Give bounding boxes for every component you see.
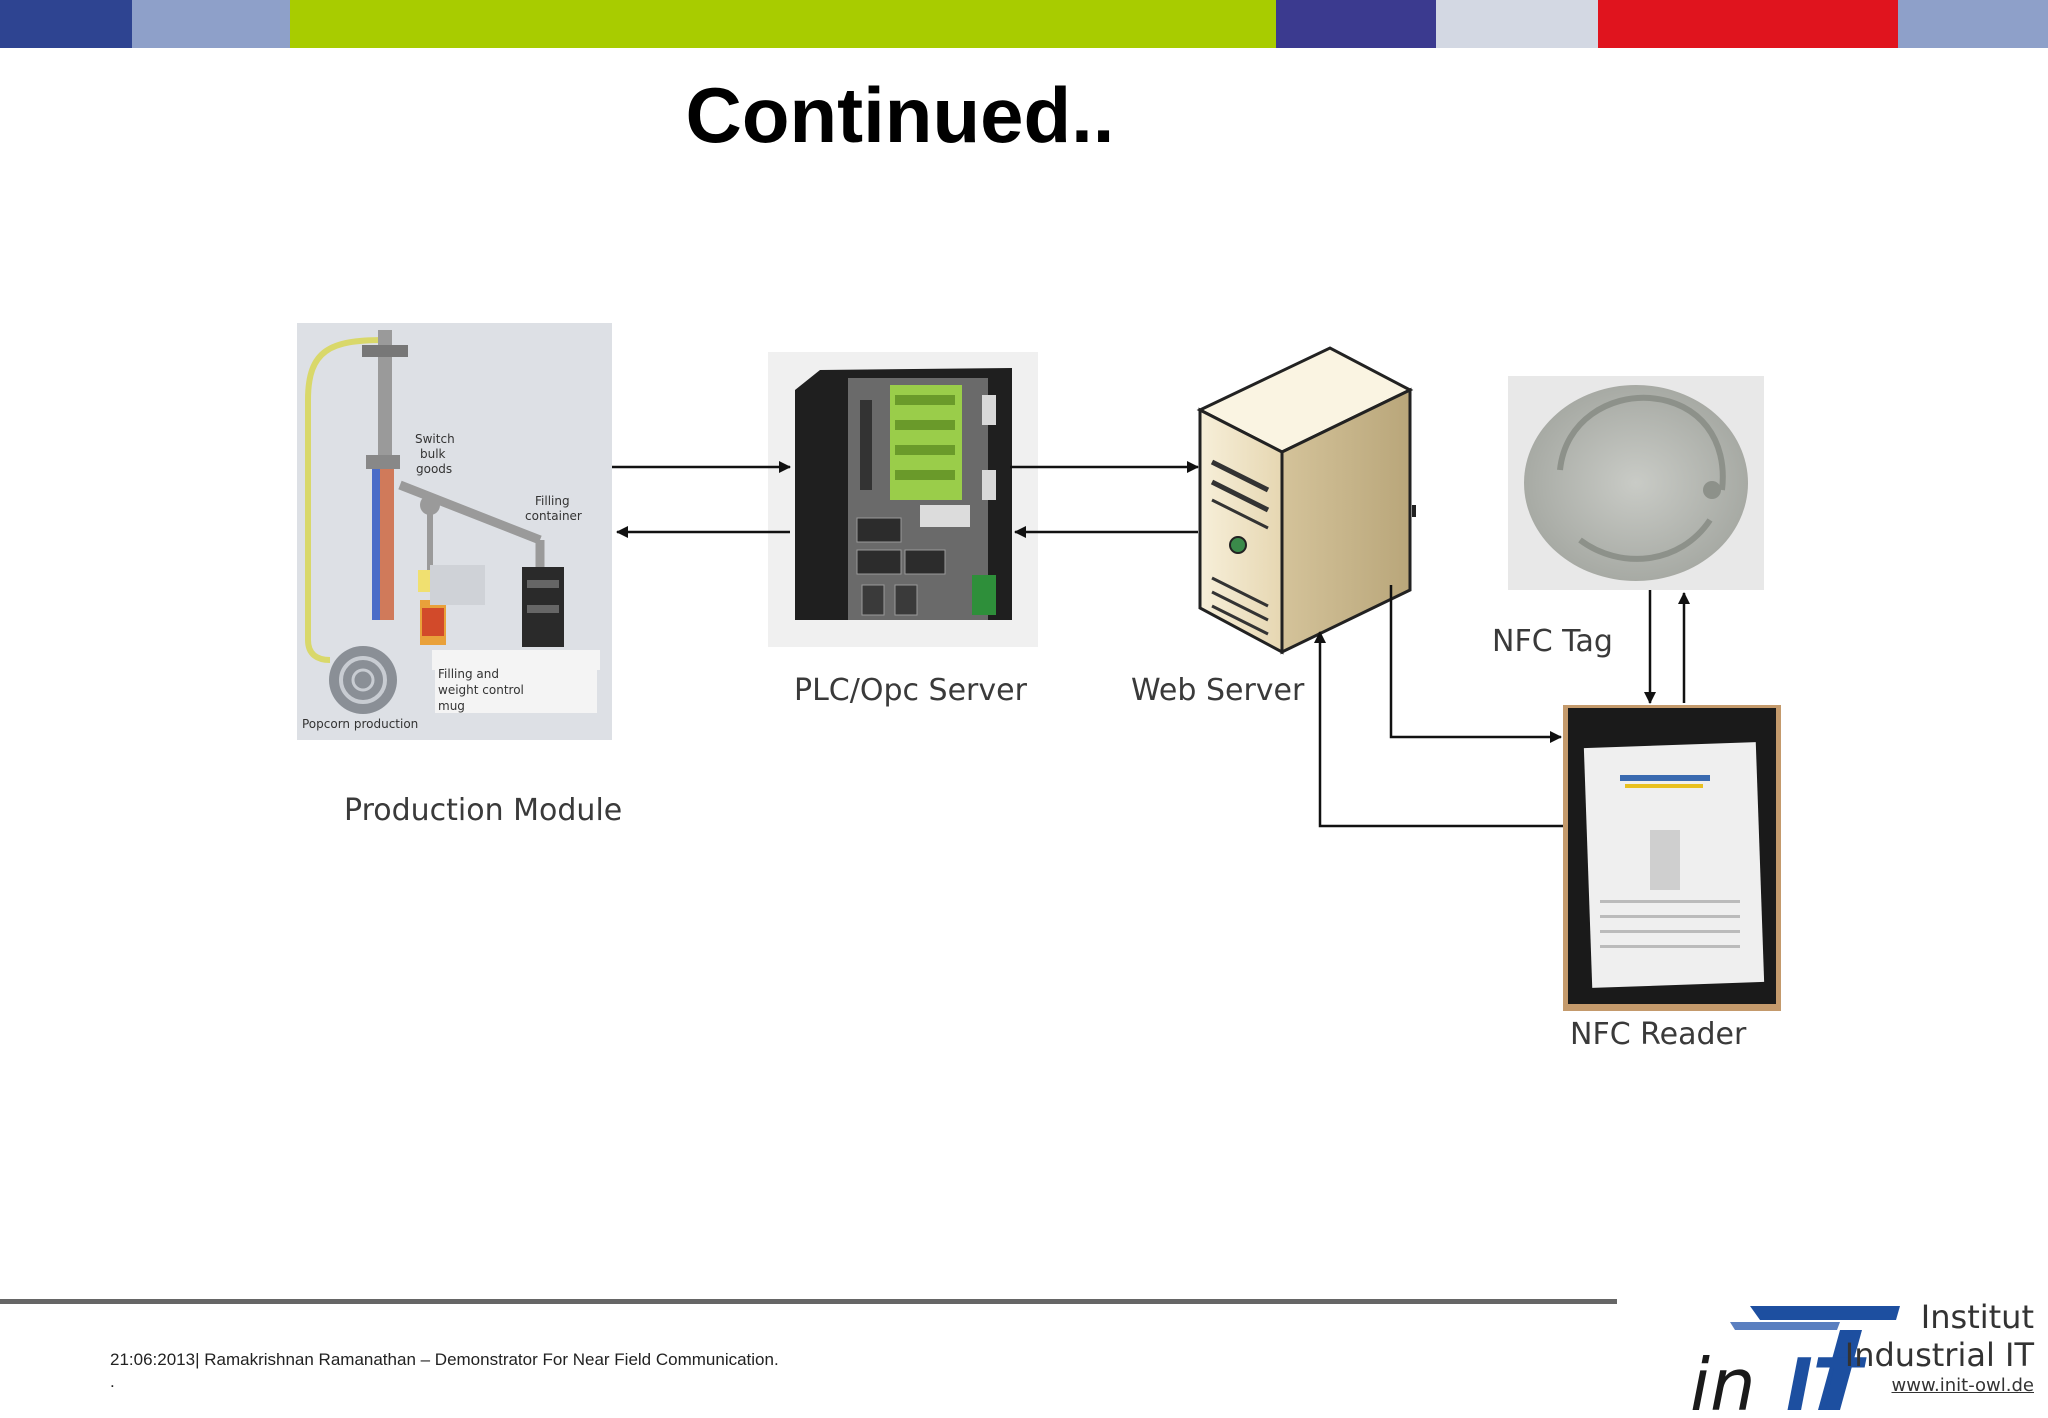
- color-block-indigo: [1276, 0, 1436, 48]
- footer-divider: [0, 1299, 1617, 1304]
- nfc-reader-image: [1563, 705, 1781, 1011]
- nfc-tag-image: [1508, 376, 1764, 590]
- svg-text:weight control: weight control: [438, 683, 524, 697]
- production-label-bulk: bulk: [420, 447, 446, 461]
- web-server-tower-image: [1196, 346, 1416, 655]
- production-label-container: container: [525, 509, 582, 523]
- top-color-bar: [0, 0, 2048, 48]
- plc-device-image: [768, 352, 1038, 647]
- svg-text:IT: IT: [1786, 1343, 1867, 1418]
- svg-text:mug: mug: [438, 699, 465, 713]
- color-block-red: [1598, 0, 1898, 48]
- color-block-steel-right: [1898, 0, 2048, 48]
- logo-mark-it: IT: [1786, 1343, 1867, 1418]
- svg-text:bulk: bulk: [420, 447, 446, 461]
- svg-text:container: container: [525, 509, 582, 523]
- production-label-popcorn: Popcorn production: [302, 717, 418, 731]
- color-block-navy: [0, 0, 132, 48]
- logo-line-institut: Institut: [1920, 1298, 2034, 1336]
- label-plc-opc-server: PLC/Opc Server: [794, 673, 1027, 708]
- label-nfc-reader: NFC Reader: [1570, 1017, 1747, 1052]
- logo-url-link[interactable]: www.init-owl.de: [1891, 1375, 2035, 1396]
- arrow-webserver-to-reader: [1389, 585, 1562, 743]
- slide-title: Continued..: [685, 71, 1115, 159]
- diagram-connectors: [612, 461, 1690, 828]
- svg-text:Filling and: Filling and: [438, 667, 499, 681]
- color-block-silver: [1436, 0, 1598, 48]
- init-logo-mark: in IT: [1690, 1306, 1900, 1418]
- svg-text:Filling: Filling: [535, 494, 570, 508]
- footer-text: 21:06:2013| Ramakrishnan Ramanathan – De…: [110, 1350, 779, 1369]
- arrow-reader-to-webserver: [1314, 631, 1563, 828]
- svg-text:goods: goods: [416, 462, 452, 476]
- svg-text:Popcorn production: Popcorn production: [302, 717, 418, 731]
- production-label-mug: mug: [438, 699, 465, 713]
- production-label-filling-and: Filling and: [438, 667, 499, 681]
- production-module-image: Switch bulk goods Filling container Fill…: [297, 323, 612, 740]
- production-label-goods: goods: [416, 462, 452, 476]
- label-production-module: Production Module: [344, 793, 623, 828]
- production-label-weight-control: weight control: [438, 683, 524, 697]
- production-label-switch: Switch: [415, 432, 455, 446]
- svg-text:in: in: [1690, 1343, 1756, 1418]
- color-block-lime: [290, 0, 1276, 48]
- color-block-steel: [132, 0, 290, 48]
- svg-text:Switch: Switch: [415, 432, 455, 446]
- label-web-server: Web Server: [1131, 673, 1305, 708]
- footer-dot: .: [110, 1372, 115, 1391]
- logo-text: Institut Industrial IT www.init-owl.de: [1845, 1298, 2034, 1398]
- logo-line-industrial-it: Industrial IT: [1844, 1336, 2034, 1374]
- label-nfc-tag: NFC Tag: [1492, 624, 1613, 659]
- logo-mark-in: in: [1690, 1343, 1756, 1418]
- production-label-filling: Filling: [535, 494, 570, 508]
